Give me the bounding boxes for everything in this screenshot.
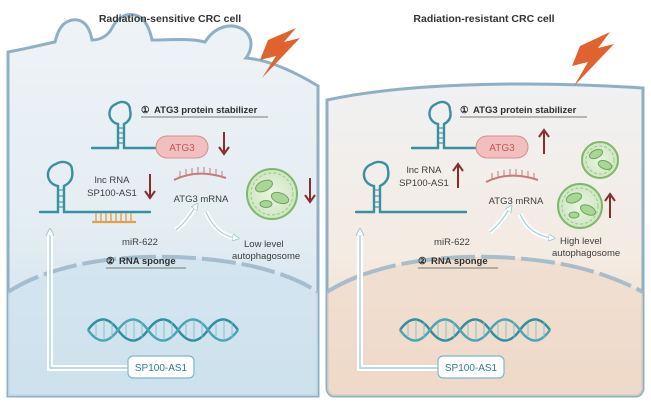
stabilizer-label: ATG3 protein stabilizer: [154, 105, 258, 116]
autophagy-label-line2: autophagosome: [552, 248, 620, 259]
panel-title-sensitive: Radiation-sensitive CRC cell: [99, 13, 241, 25]
gene-box: [127, 355, 195, 379]
lncrna-label-line1: lnc RNA: [95, 175, 131, 186]
lncrna-level-arrow: [452, 162, 464, 188]
atg3-mrna: [485, 174, 539, 183]
dna-helix: [399, 318, 551, 342]
lncrna-label-line1: lnc RNA: [407, 165, 443, 176]
panel-resistant: Radiation-resistant CRC cell ① ATG3 prot…: [325, 4, 645, 398]
lncrna-level-arrow: [144, 174, 156, 200]
mirna-label: miR-622: [122, 237, 158, 248]
autophagosome: [246, 168, 298, 220]
panel-sensitive: Radiation-sensitive CRC cell ① ATG3 prot…: [6, 4, 320, 398]
rna-hairpin-stabilizer: [90, 100, 182, 150]
gene-label: SP100-AS1: [445, 363, 498, 374]
radiation-icon: [260, 28, 300, 78]
sponge-label: RNA sponge: [431, 256, 488, 267]
stabilizer-num: ①: [141, 105, 150, 116]
gene-box: [437, 355, 505, 379]
mrna-label: ATG3 mRNA: [174, 194, 229, 205]
stabilizer-label: ATG3 protein stabilizer: [473, 105, 577, 116]
autophagy-label-line1: Low level: [244, 239, 284, 250]
autophagy-label-line1: High level: [560, 236, 602, 247]
mrna-label: ATG3 mRNA: [489, 196, 544, 207]
panel-title-resistant: Radiation-resistant CRC cell: [413, 13, 554, 25]
sponge-num: ②: [418, 256, 427, 267]
lncrna-label-line2: SP100-AS1: [399, 178, 449, 189]
autophagy-label-line2: autophagosome: [232, 251, 300, 262]
radiation-icon: [572, 32, 614, 86]
sponge-num: ②: [106, 256, 115, 267]
dna-helix: [87, 318, 239, 342]
lncrna-label-line2: SP100-AS1: [87, 188, 137, 199]
nucleus-left: [8, 256, 318, 396]
stabilizer-num: ①: [460, 105, 469, 116]
protein-level-arrow: [218, 132, 230, 156]
mirna-strand: [92, 213, 136, 224]
gene-label: SP100-AS1: [135, 363, 188, 374]
lncrna-hairpin: [354, 160, 468, 214]
atg3-protein-label: ATG3: [489, 143, 515, 154]
protein-level-arrow: [538, 128, 550, 154]
atg3-mrna: [173, 172, 227, 181]
sponge-label: RNA sponge: [119, 256, 176, 267]
atg3-protein: [155, 135, 209, 159]
rna-hairpin-stabilizer: [410, 100, 502, 150]
atg3-protein: [475, 135, 529, 159]
nucleus-right: [327, 256, 643, 396]
autophagosome: [557, 183, 603, 229]
autophagy-level-arrow: [604, 192, 616, 218]
mirna-label: miR-622: [434, 237, 470, 248]
atg3-protein-label: ATG3: [169, 143, 195, 154]
autophagosome: [581, 141, 619, 179]
lncrna-hairpin: [38, 160, 152, 214]
autophagy-level-arrow: [304, 178, 316, 204]
